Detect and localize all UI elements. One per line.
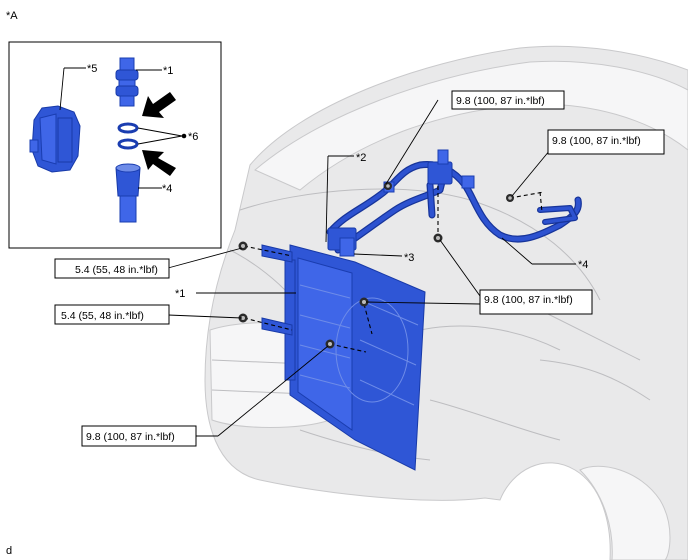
footer-label: d — [6, 545, 12, 557]
callout-1-inset: *1 — [163, 65, 173, 77]
condenser-core — [261, 244, 426, 471]
inset-detail — [8, 41, 222, 249]
bolt-icon — [359, 297, 369, 307]
bolt-icon — [384, 182, 392, 190]
torque-mid-right: 9.8 (100, 87 in.*lbf) — [479, 289, 593, 315]
callout-4-inset: *4 — [162, 183, 172, 195]
arrow-icon — [142, 150, 176, 176]
pipe-end-lower — [115, 163, 141, 223]
torque-top-right-label: 9.8 (100, 87 in.*lbf) — [552, 135, 641, 147]
torque-left-lower-label: 5.4 (55, 48 in.*lbf) — [61, 310, 144, 322]
torque-left-lower: 5.4 (55, 48 in.*lbf) — [54, 304, 170, 325]
connector-icon — [29, 105, 81, 173]
callout-3: *3 — [404, 252, 414, 264]
callout-6: *6 — [188, 131, 198, 143]
figure-label: *A — [6, 10, 18, 22]
o-ring-icon — [117, 122, 139, 134]
torque-top-center: 9.8 (100, 87 in.*lbf) — [451, 90, 565, 110]
callout-5: *5 — [87, 63, 97, 75]
torque-mid-right-label: 9.8 (100, 87 in.*lbf) — [484, 294, 573, 306]
torque-top-right: 9.8 (100, 87 in.*lbf) — [547, 129, 665, 155]
torque-bottom-left-label: 9.8 (100, 87 in.*lbf) — [86, 431, 175, 443]
callout-1-main: *1 — [175, 288, 185, 300]
pipe-end-upper — [115, 57, 139, 107]
torque-top-center-label: 9.8 (100, 87 in.*lbf) — [456, 95, 545, 107]
torque-left-upper-label: 5.4 (55, 48 in.*lbf) — [75, 264, 158, 276]
bolt-icon — [238, 241, 248, 251]
o-ring-icon — [117, 138, 139, 150]
torque-left-upper: 5.4 (55, 48 in.*lbf) — [54, 258, 170, 279]
arrow-icon — [142, 92, 176, 118]
torque-bottom-left: 9.8 (100, 87 in.*lbf) — [81, 425, 197, 447]
bolt-icon — [238, 313, 248, 323]
callout-2: *2 — [356, 152, 366, 164]
ac-pipes — [326, 149, 582, 257]
callout-4-main: *4 — [578, 259, 588, 271]
bolts — [238, 181, 545, 353]
